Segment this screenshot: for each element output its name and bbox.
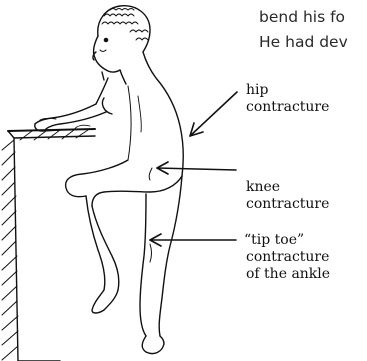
knee-label-line-2: contracture bbox=[246, 197, 329, 211]
torso bbox=[96, 52, 183, 176]
ankle-label-line-3: of the ankle bbox=[246, 267, 330, 281]
label-arrows bbox=[150, 92, 237, 246]
ankle-label-line-1: “tip toe” bbox=[244, 233, 304, 247]
knee-label-line-1: knee bbox=[246, 180, 280, 194]
arms bbox=[35, 98, 112, 131]
hip-label-line-2: contracture bbox=[246, 100, 329, 114]
head bbox=[93, 6, 150, 80]
standing-leg bbox=[140, 176, 182, 354]
ankle-label-line-2: contracture bbox=[246, 250, 329, 264]
hip-label-line-1: hip bbox=[246, 83, 268, 97]
bent-leg bbox=[66, 160, 182, 313]
table-ledge bbox=[2, 129, 95, 361]
